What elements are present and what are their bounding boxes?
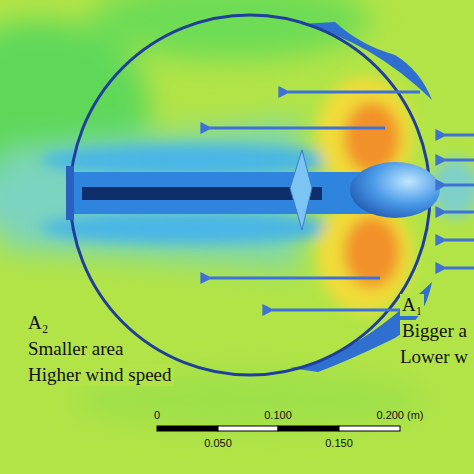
annotation-text: Higher wind speed xyxy=(26,364,174,386)
scale-label: 0 xyxy=(154,409,160,422)
scale-label: 0.150 xyxy=(325,437,353,450)
scale-label: 0.100 xyxy=(264,409,292,422)
annotation-text: Bigger a xyxy=(400,320,469,342)
scale-label: 0.200 (m) xyxy=(376,409,423,422)
annotation-text: A₁ xyxy=(400,294,424,316)
annotation-text: A₂ xyxy=(26,312,50,334)
annotation-text: Smaller area xyxy=(26,338,125,360)
annotation-text: Lower w xyxy=(398,346,470,368)
scale-label: 0.050 xyxy=(204,437,232,450)
